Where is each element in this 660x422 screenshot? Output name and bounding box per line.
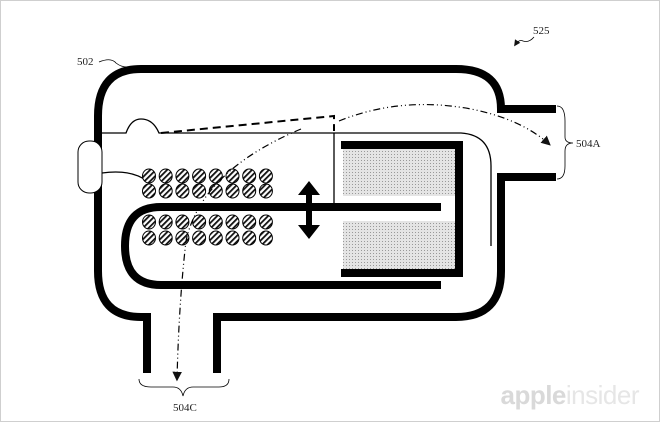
particle xyxy=(258,183,273,199)
particle xyxy=(192,183,207,199)
flow-path-c xyxy=(172,128,302,382)
label-504a: 504A xyxy=(576,138,601,150)
particle xyxy=(158,168,173,184)
particle xyxy=(242,214,257,230)
membrane-line xyxy=(102,118,492,246)
particle xyxy=(208,183,223,199)
particle xyxy=(225,168,240,184)
housing-outline xyxy=(94,65,556,373)
magnet-block xyxy=(341,141,463,277)
particle xyxy=(192,230,207,246)
particle xyxy=(242,168,257,184)
dashed-path xyxy=(160,114,335,134)
label-525: 525 xyxy=(533,25,550,37)
particle xyxy=(258,214,273,230)
flow-path-a xyxy=(338,103,551,146)
label-502: 502 xyxy=(77,56,94,68)
watermark-part1: apple xyxy=(500,380,566,410)
particle xyxy=(258,168,273,184)
leader-502 xyxy=(98,59,128,68)
particle xyxy=(142,168,156,184)
watermark-part2: insider xyxy=(565,380,640,410)
particle-grid xyxy=(142,168,273,246)
wire xyxy=(101,171,148,182)
particle xyxy=(142,183,156,199)
particle xyxy=(192,214,207,230)
inner-tube xyxy=(120,203,441,289)
particle xyxy=(158,214,173,230)
left-oval xyxy=(77,140,103,194)
particle xyxy=(225,214,240,230)
particle xyxy=(158,183,173,199)
particle xyxy=(258,230,273,246)
particle xyxy=(158,230,173,246)
particle xyxy=(208,230,223,246)
particle xyxy=(242,183,257,199)
particle xyxy=(208,214,223,230)
label-504c: 504C xyxy=(173,402,197,414)
particle xyxy=(225,183,240,199)
particle xyxy=(142,230,156,246)
arrow-525 xyxy=(514,36,535,47)
particle xyxy=(142,214,156,230)
particle xyxy=(225,230,240,246)
particle xyxy=(175,183,190,199)
particle xyxy=(242,230,257,246)
particle xyxy=(175,214,190,230)
watermark-logo: appleinsider xyxy=(500,380,639,411)
particle xyxy=(208,168,223,184)
particle xyxy=(192,168,207,184)
brace-504a xyxy=(556,105,574,180)
brace-504c xyxy=(138,378,230,397)
double-arrow-icon xyxy=(298,181,320,239)
particle xyxy=(175,168,190,184)
